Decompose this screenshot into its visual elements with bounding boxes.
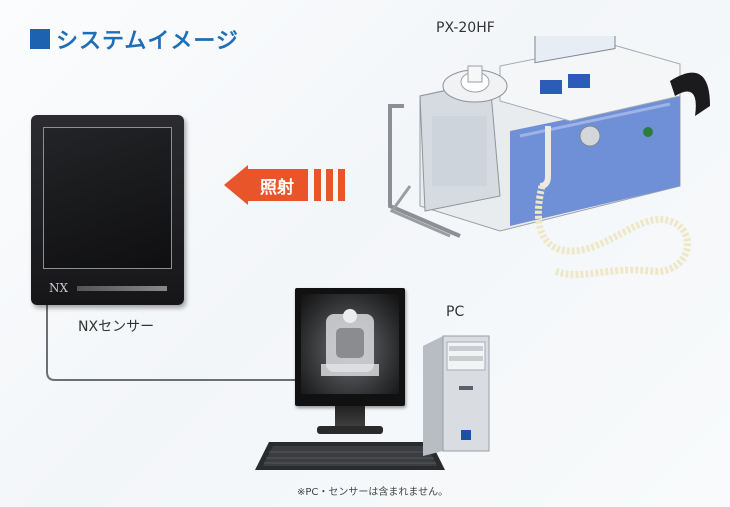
pc-label: PC [446,304,465,320]
xray-device-image [388,36,710,279]
arrow-left-icon [224,165,248,205]
device-model-label: PX-20HF [436,20,495,36]
sensor-name-label: NXセンサー [78,319,155,335]
arrow-bar [338,169,345,201]
sensor-surface [43,127,172,269]
irradiation-label: 照射 [246,169,308,201]
pc-monitor-image [295,288,405,448]
keyboard-image [255,442,445,470]
title-square-icon [30,29,50,49]
nx-sensor-image: NX [31,115,184,305]
section-title: システムイメージ [30,22,239,56]
pc-tower-image [423,335,490,456]
arrow-bar [314,169,321,201]
monitor-foot [317,426,383,434]
arrow-bar [326,169,333,201]
xray-image-icon [321,309,379,376]
footnote: ※PC・センサーは含まれません。 [297,487,449,498]
monitor-frame [295,288,405,406]
irradiation-arrow: 照射 [224,165,354,205]
section-title-text: システムイメージ [56,29,239,54]
sensor-stripe [77,286,167,291]
monitor-xray-display [301,294,399,394]
sensor-logo: NX [49,281,69,295]
